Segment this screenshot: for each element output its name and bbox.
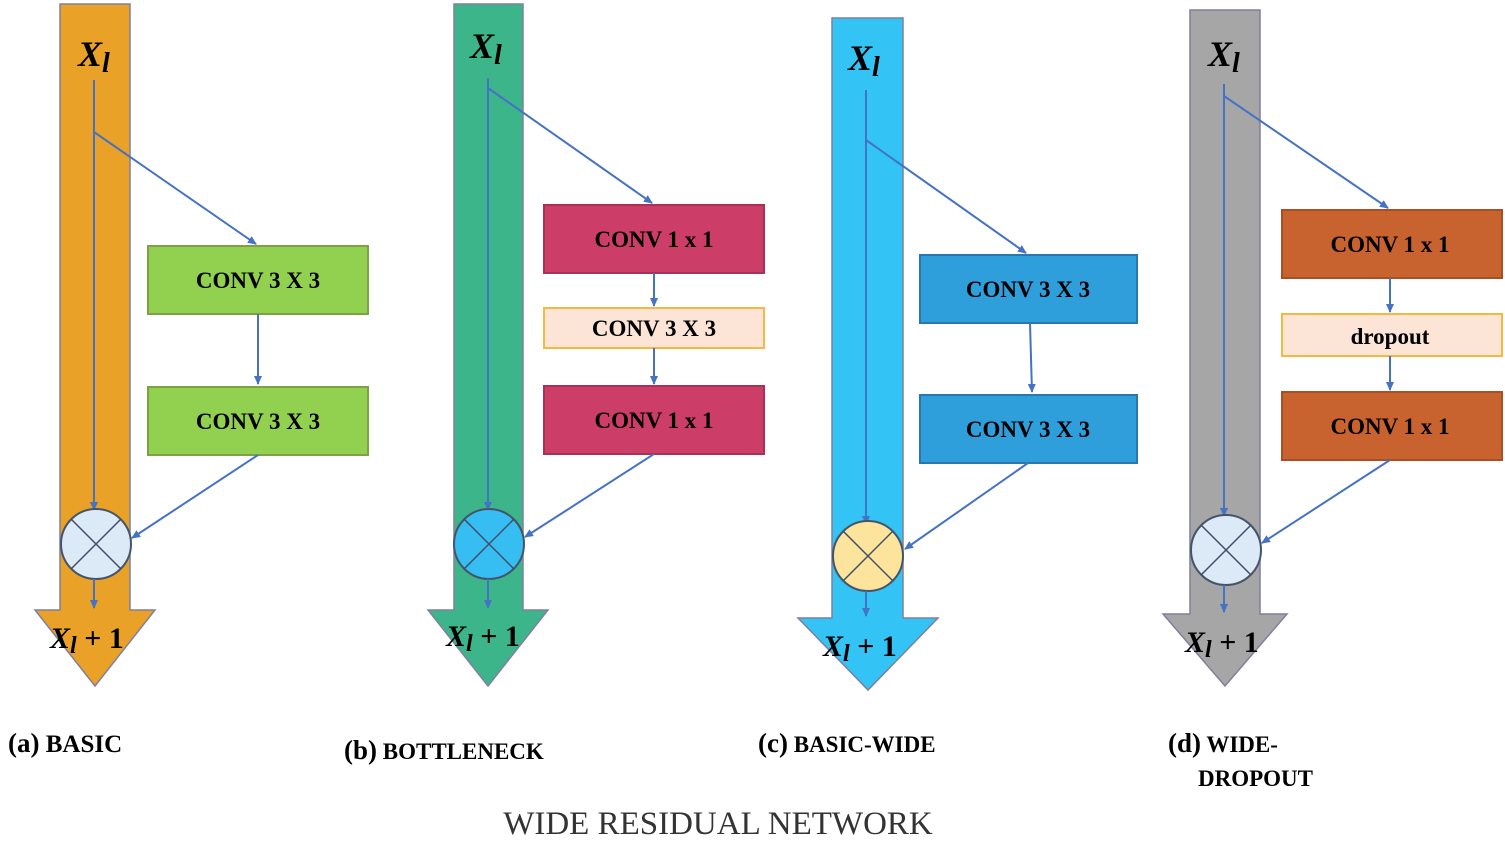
dropout-block	[1281, 313, 1503, 357]
merge-line	[1261, 459, 1391, 544]
merge-line	[904, 462, 1029, 550]
merge-node-cross	[70, 518, 122, 570]
output-label: Xl + 1	[49, 622, 124, 659]
block-connector	[1027, 322, 1036, 393]
branch-line	[865, 139, 1027, 254]
conv-block-label: CONV 3 X 3	[592, 316, 716, 341]
conv-block	[147, 386, 369, 456]
dropout-block-label: dropout	[1351, 324, 1430, 349]
branch-line	[487, 87, 653, 204]
conv-block-label: CONV 1 x 1	[594, 408, 713, 433]
conv-block	[1281, 209, 1503, 279]
branch-line	[1223, 95, 1389, 209]
conv-block-label: CONV 1 x 1	[1330, 232, 1449, 257]
conv-block	[543, 385, 765, 455]
conv-block-label: CONV 3 X 3	[196, 409, 320, 434]
merge-node-cross	[842, 530, 894, 582]
panel-caption: (a) BASIC	[8, 728, 122, 758]
residual-column-arrow	[796, 17, 940, 692]
panel-caption: (d) WIDE-	[1168, 728, 1278, 758]
conv-block-label: CONV 3 X 3	[196, 268, 320, 293]
conv-block-label: CONV 1 x 1	[594, 227, 713, 252]
merge-line	[131, 454, 259, 539]
conv-block-label: CONV 1 x 1	[1330, 414, 1449, 439]
merge-line	[524, 453, 655, 538]
input-label: Xl	[1207, 34, 1240, 79]
panel-caption-line-2: DROPOUT	[1198, 766, 1313, 791]
merge-node-cross	[1200, 524, 1252, 576]
panel-wide-dropout: Xl CONV 1 x 1 dropout CONV 1 x 1 Xl + 1 …	[1161, 9, 1503, 791]
conv-block	[1281, 391, 1503, 461]
branch-line	[93, 131, 257, 245]
panel-caption: (b) BOTTLENECK	[344, 735, 544, 765]
panel-caption: (c) BASIC-WIDE	[758, 728, 936, 758]
output-label: Xl + 1	[1184, 626, 1259, 663]
diagram-title: WIDE RESIDUAL NETWORK	[503, 806, 933, 840]
merge-node-cross	[463, 518, 515, 570]
output-label: Xl + 1	[445, 620, 520, 657]
panel-basic-wide: Xl CONV 3 X 3 CONV 3 X 3 Xl + 1 (c) BASI…	[758, 17, 1138, 758]
conv-block	[919, 254, 1138, 324]
conv-block	[543, 204, 765, 274]
conv-block-label: CONV 3 X 3	[966, 417, 1090, 442]
input-label: Xl	[847, 38, 880, 83]
input-label: Xl	[77, 34, 110, 79]
input-label: Xl	[469, 26, 502, 71]
conv-block	[919, 394, 1138, 464]
conv-block-label: CONV 3 X 3	[966, 277, 1090, 302]
panel-basic: Xl CONV 3 X 3 CONV 3 X 3 Xl + 1 (a) BASI…	[8, 3, 369, 758]
conv-block	[543, 307, 765, 349]
panel-bottleneck: Xl CONV 1 x 1 CONV 3 X 3 CONV 1 x 1 Xl +…	[344, 3, 765, 765]
output-label: Xl + 1	[822, 630, 897, 667]
